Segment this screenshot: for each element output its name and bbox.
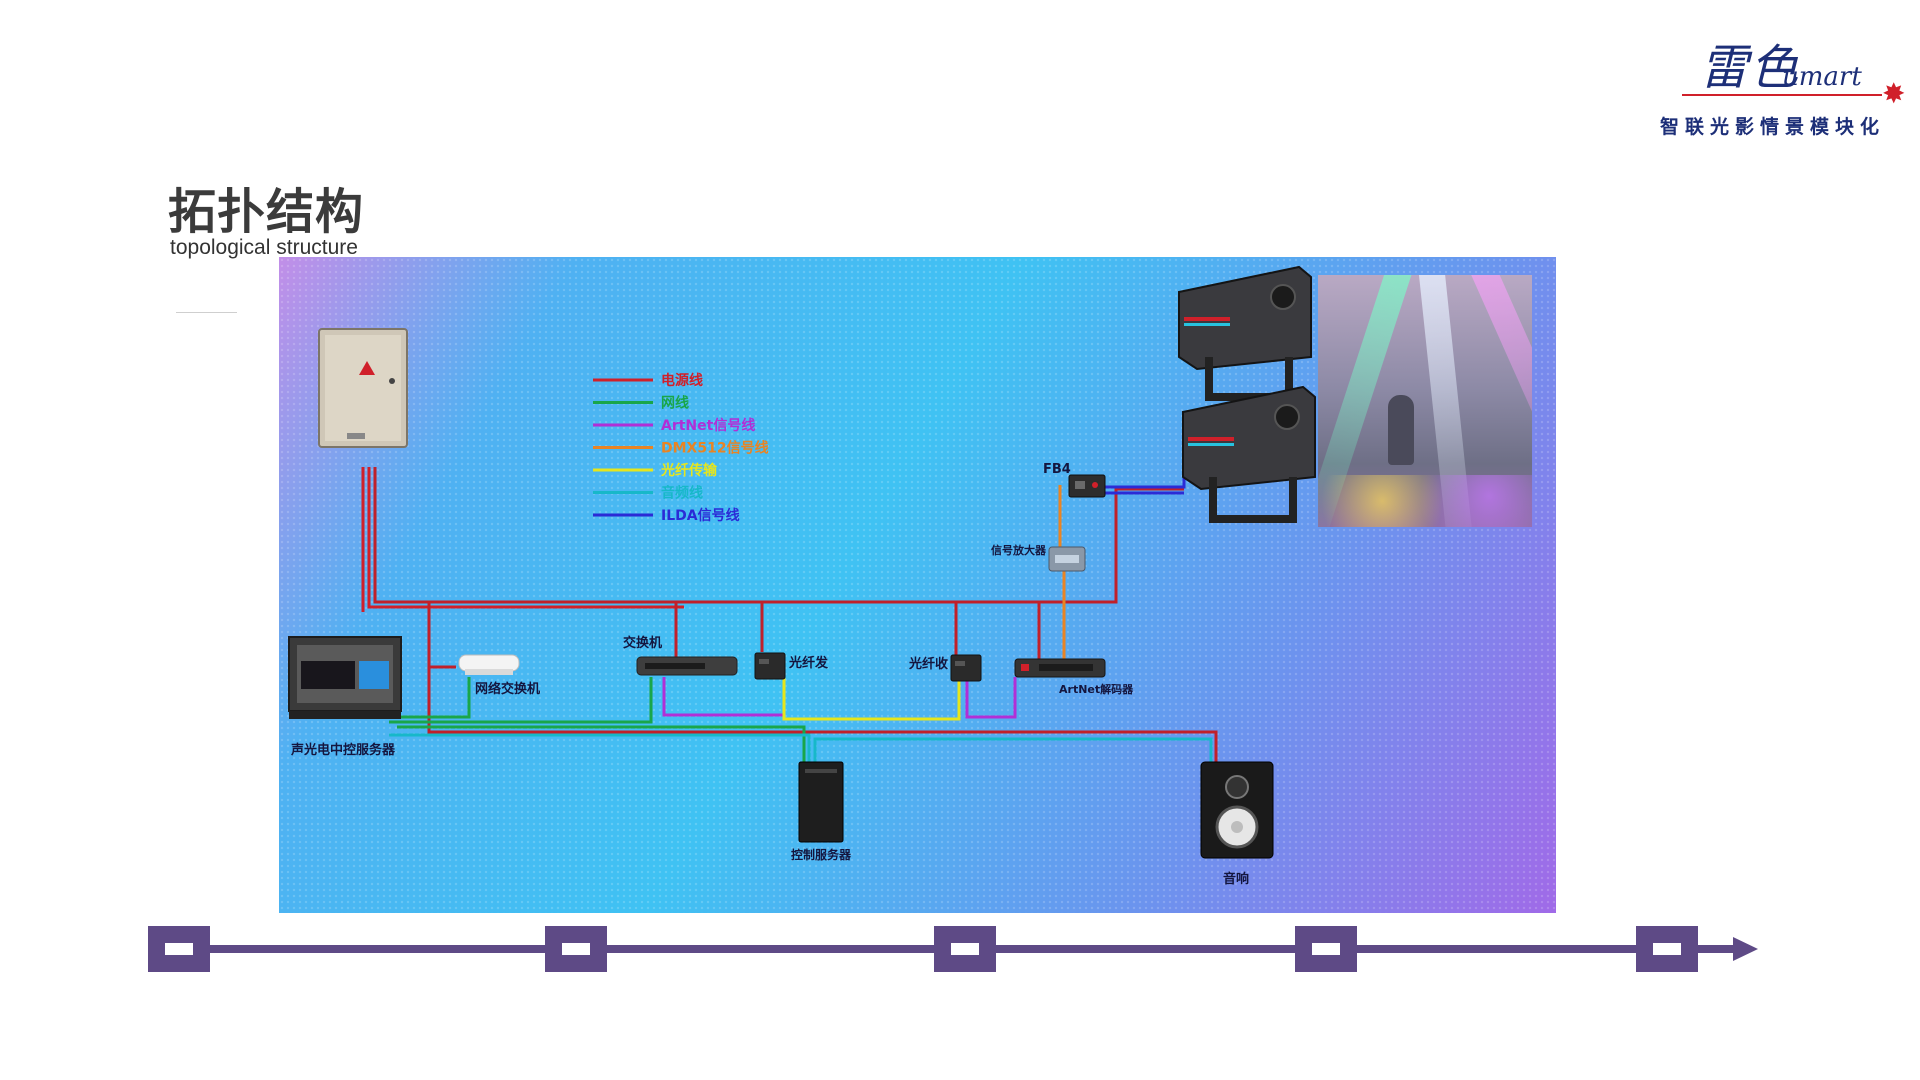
decoder-device (1014, 658, 1106, 678)
artnet-cable (965, 677, 1017, 719)
audio-cable (389, 733, 811, 797)
control-server-device (798, 761, 844, 843)
fiber-cable (782, 677, 961, 721)
router-device (458, 654, 520, 675)
stage-photo (1318, 275, 1532, 527)
switch-device (636, 656, 738, 676)
page-subtitle: topological structure (170, 236, 358, 259)
legend-label: ILDA信号线 (661, 507, 740, 524)
timeline (148, 926, 1758, 972)
laser-projector-upper (1178, 265, 1312, 401)
timeline-milestone-center (165, 943, 193, 955)
warning-icon (359, 361, 375, 375)
av-server-device (288, 636, 402, 719)
power-cable (427, 667, 1218, 762)
fiber-rx-label: 光纤收 (908, 656, 949, 672)
timeline-milestone-center (951, 943, 979, 955)
logo-mark: 雷色 (1700, 40, 1801, 96)
logo-script: umart (1782, 62, 1862, 92)
timeline-milestone-center (1312, 943, 1340, 955)
title-divider (176, 312, 237, 313)
ilda-cable (1097, 417, 1186, 489)
av-server-label: 声光电中控服务器 (290, 742, 396, 758)
laser-projector-lower (1182, 385, 1316, 523)
fiber-tx-label: 光纤发 (788, 655, 829, 671)
brand-logo: 雷色 umart ✸ 智联光影情景模块化 (1660, 28, 1920, 148)
router-label: 网络交换机 (475, 681, 540, 697)
network-cable (389, 677, 471, 719)
logo-underline (1682, 94, 1882, 96)
amplifier-device (1048, 546, 1086, 572)
legend-label: 光纤传输 (660, 462, 718, 479)
logo-slogan: 智联光影情景模块化 (1660, 116, 1886, 138)
decoder-label: ArtNet解码器 (1059, 682, 1134, 696)
switch-label: 交换机 (623, 635, 662, 651)
legend-label: 音频线 (661, 485, 703, 502)
legend-label: 网线 (661, 395, 689, 412)
speaker-device (1200, 761, 1274, 859)
speaker-label: 音响 (1223, 871, 1249, 887)
fb4-label: FB4 (1043, 462, 1071, 477)
artnet-cable (662, 675, 786, 717)
timeline-milestone-center (562, 943, 590, 955)
fiber-rx-device (950, 654, 982, 682)
topology-diagram: 电源线网线 ArtNet信号线 DMX512信号线光纤传输音频线 ILDA信号线 声光… (279, 257, 1556, 913)
fb4-device (1068, 474, 1106, 498)
page-title: 拓扑结构 (168, 186, 365, 239)
legend-label: DMX512信号线 (661, 440, 769, 457)
power-cable (367, 467, 684, 609)
network-cable (389, 677, 653, 724)
amplifier-label: 信号放大器 (991, 543, 1047, 557)
legend-label: 电源线 (661, 372, 703, 389)
power-cabinet (318, 328, 408, 448)
timeline-milestone-center (1653, 943, 1681, 955)
control-server-label: 控制服务器 (791, 847, 852, 862)
photo-floor-lights (1318, 475, 1532, 527)
fiber-tx-device (754, 652, 786, 680)
logo-star-icon: ✸ (1882, 78, 1906, 109)
power-cable (427, 602, 456, 669)
audio-cable (813, 737, 1213, 797)
legend-label: ArtNet信号线 (661, 417, 755, 434)
power-cable (373, 467, 1184, 604)
timeline-arrow-icon (1733, 937, 1758, 961)
photo-figure (1388, 395, 1414, 465)
network-cable (397, 725, 806, 775)
